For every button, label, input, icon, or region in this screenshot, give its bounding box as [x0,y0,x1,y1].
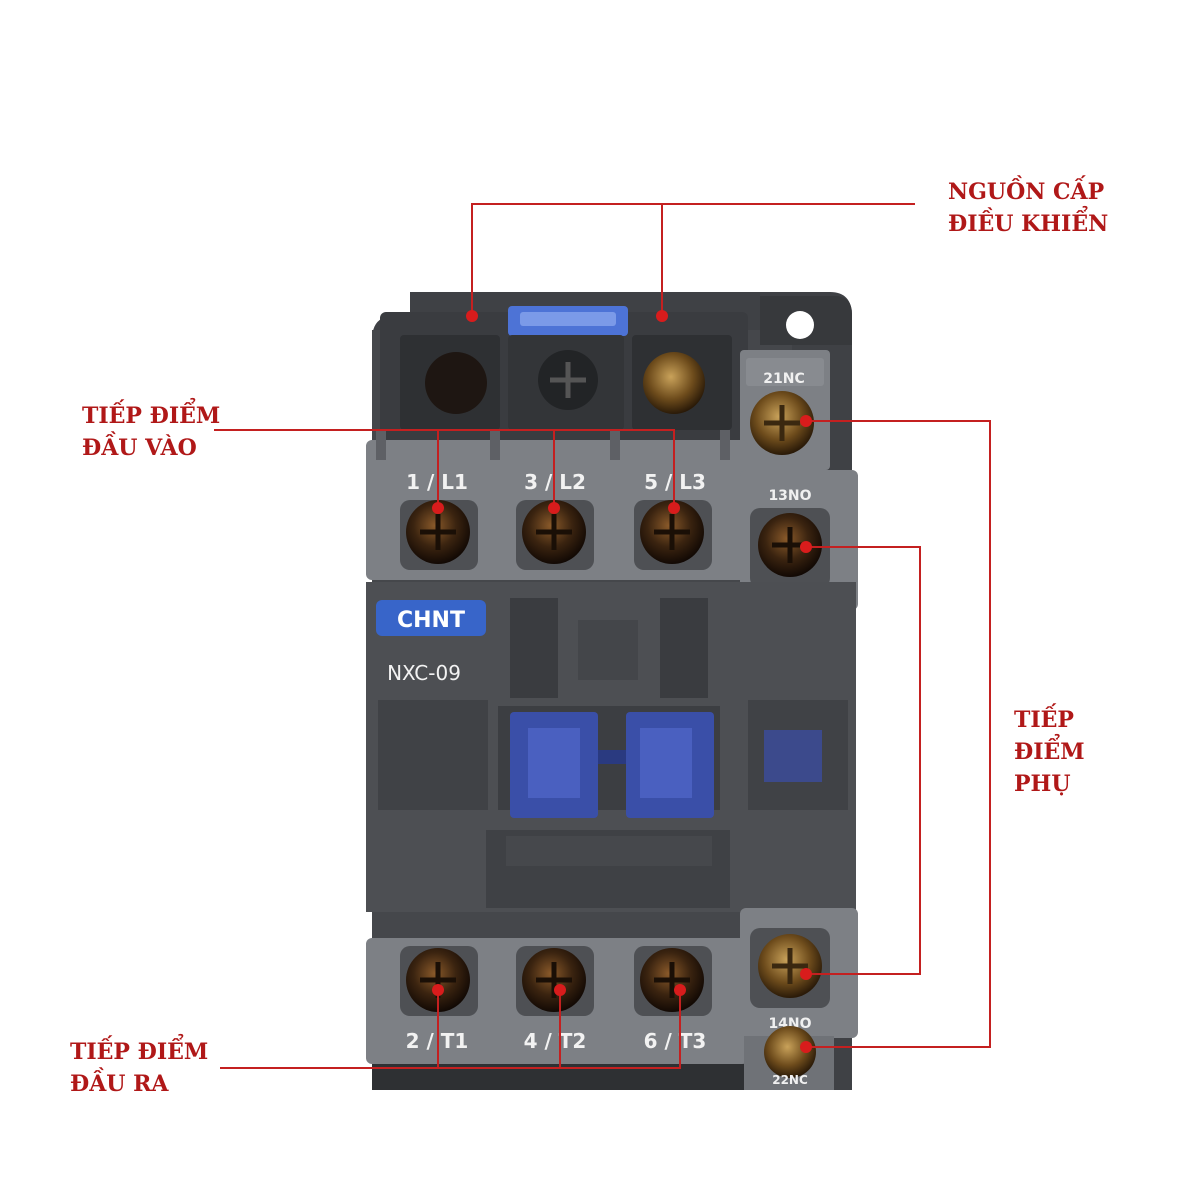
callout-input-contacts: TIẾP ĐIỂM ĐẦU VÀO [82,400,220,464]
leader-dots [432,310,812,1053]
terminal-label-t2: 4 / T2 [524,1029,587,1053]
output-terminal-panel: 2 / T1 4 / T2 6 / T3 14NO 22NC [366,908,858,1090]
terminal-label-t3: 6 / T3 [644,1029,707,1053]
leader-input-contacts [214,429,675,508]
aux-screw-22nc [764,1026,816,1078]
callout-control-supply-line2: ĐIỀU KHIỂN [948,211,1109,237]
callout-aux-contacts-line1: TIẾP [1014,707,1074,733]
callout-aux-contacts: TIẾP ĐIỂM PHỤ [1014,704,1085,800]
callout-aux-contacts-line3: PHỤ [1014,771,1071,797]
callout-input-contacts-line2: ĐẦU VÀO [82,435,197,461]
leader-output-contacts [220,990,681,1069]
leader-control-supply [471,203,915,316]
coil-screw-a2 [643,352,705,414]
callout-output-contacts-line2: ĐẦU RA [70,1071,169,1097]
coil-terminal-block [380,306,748,440]
callout-aux-contacts-line2: ĐIỂM [1014,739,1085,765]
contactor-middle: CHNT NXC-09 [366,582,856,912]
aux-block-top: 21NC [740,350,830,470]
coil-screw-a1 [425,352,487,414]
aux-label-22nc: 22NC [772,1073,808,1087]
aux-label-14no: 14NO [768,1016,811,1032]
callout-control-supply-line1: NGUỒN CẤP [948,179,1105,205]
callout-control-supply: NGUỒN CẤP ĐIỀU KHIỂN [948,176,1108,240]
callout-output-contacts: TIẾP ĐIỂM ĐẦU RA [70,1036,208,1100]
aux-label-21nc: 21NC [763,371,804,387]
callout-output-contacts-line1: TIẾP ĐIỂM [70,1039,209,1065]
brand-logo: CHNT [397,608,465,633]
leader-lines [214,203,991,1069]
leader-aux-contacts [806,420,991,1048]
callout-input-contacts-line1: TIẾP ĐIỂM [82,403,221,429]
aux-label-13no: 13NO [768,488,811,504]
model-label: NXC-09 [387,661,461,685]
